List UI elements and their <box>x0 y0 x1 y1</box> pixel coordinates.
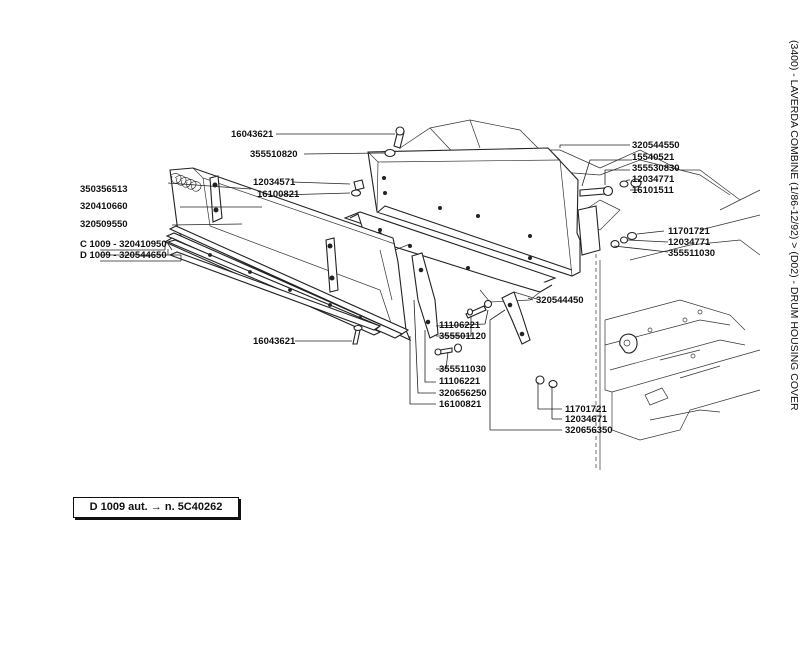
callout-320656250: 320656250 <box>439 388 487 399</box>
note-serial: n. 5C40262 <box>164 501 223 513</box>
callout-355511030-right: 355511030 <box>668 248 715 259</box>
callout-355501120: 355501120 <box>439 331 486 342</box>
callout-12034771-lower: 12034771 <box>668 237 711 248</box>
callout-11106221-upper: 11106221 <box>439 320 481 331</box>
callout-16101511: 16101511 <box>632 185 674 196</box>
callout-11701721-lower: 11701721 <box>565 404 607 415</box>
serial-note-box: D 1009 aut. → n. 5C40262 <box>73 497 239 518</box>
spring-350356513 <box>169 173 202 192</box>
page-title: (3400) - LAVERDA COMBINE (1/86-12/92) > … <box>788 40 800 411</box>
callout-12034671: 12034671 <box>565 414 608 425</box>
callout-355511030-center: 355511030 <box>439 364 486 375</box>
middle-seal-strip <box>343 211 557 303</box>
callout-355510820: 355510820 <box>250 149 298 160</box>
note-arrow: → <box>150 501 162 513</box>
fasteners <box>350 126 642 389</box>
callout-labels: 16043621 355510820 350356513 320410660 3… <box>80 129 715 436</box>
support-brackets <box>411 252 541 345</box>
callout-c1009-320410950: C 1009 - 320410950 <box>80 239 167 250</box>
callout-320509550: 320509550 <box>80 219 128 230</box>
callout-11701721-upper: 11701721 <box>668 226 710 237</box>
callout-12034771-upper: 12034771 <box>632 174 675 185</box>
callout-350356513: 350356513 <box>80 184 128 195</box>
callout-16100821-center: 16100821 <box>439 399 482 410</box>
lower-seal-strips <box>163 225 410 339</box>
callout-16100821-left: 16100821 <box>257 189 300 200</box>
leader-lines <box>100 133 669 431</box>
callout-320410660: 320410660 <box>80 201 128 212</box>
callout-320544550: 320544550 <box>632 140 680 151</box>
callout-355530830: 355530830 <box>632 163 680 174</box>
note-model: D 1009 aut. <box>89 501 148 513</box>
callout-d1009-320544650: D 1009 - 320544650 <box>80 250 167 261</box>
callout-12034571: 12034571 <box>253 177 296 188</box>
upper-mounting-plate <box>367 147 601 277</box>
callout-11106221-lower: 11106221 <box>439 376 481 387</box>
callout-15540521: 15540521 <box>632 152 675 163</box>
callout-16043621-bottom: 16043621 <box>253 336 296 347</box>
callout-16043621-top: 16043621 <box>231 129 274 140</box>
callout-320656350: 320656350 <box>565 425 613 436</box>
callout-320544450: 320544450 <box>536 295 584 306</box>
machine-frame <box>399 119 761 470</box>
